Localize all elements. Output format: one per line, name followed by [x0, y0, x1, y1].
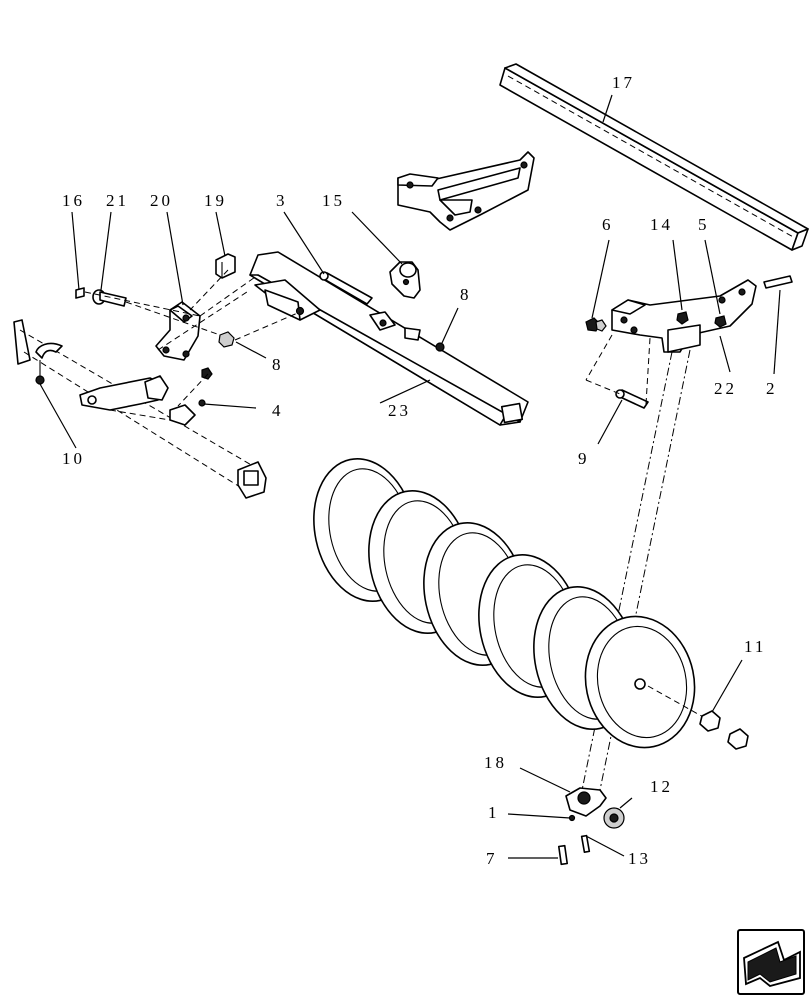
- callout-14: 14: [650, 215, 673, 234]
- bolt-part-2: [763, 275, 793, 289]
- assembly-lines-left: [84, 269, 301, 421]
- washer-part-4: [198, 399, 206, 407]
- callout-15: 15: [322, 191, 345, 210]
- nut-part-6: [585, 317, 607, 332]
- callout-18: 18: [484, 753, 507, 772]
- callout-4: 4: [272, 401, 284, 420]
- callout-19: 19: [204, 191, 227, 210]
- callout-21: 21: [106, 191, 129, 210]
- roller-mount-part-15: [389, 261, 421, 299]
- main-beam-part-23: [249, 251, 529, 426]
- callout-8-right: 8: [460, 285, 472, 304]
- block-part-19: [215, 253, 236, 279]
- callout-1: 1: [488, 803, 500, 822]
- callout-5: 5: [698, 215, 710, 234]
- callout-23: 23: [388, 401, 411, 420]
- hitch-bracket-part-20: [155, 301, 201, 361]
- pin-part-21: [92, 289, 127, 307]
- bolt-part-16: [75, 287, 85, 299]
- callout-22: 22: [714, 379, 737, 398]
- roller-disc-6: [584, 615, 696, 749]
- hitch-tube-part-10: [13, 319, 267, 499]
- nut-small-left: [201, 367, 213, 380]
- callout-3: 3: [276, 191, 288, 210]
- callout-16: 16: [62, 191, 85, 210]
- callout-7: 7: [486, 849, 498, 868]
- callout-8-left: 8: [272, 355, 284, 374]
- nut-part-14: [676, 311, 689, 325]
- callout-12: 12: [650, 777, 673, 796]
- nut-part-8-left: [218, 331, 235, 348]
- callout-labels: 17 16 21 20 19 3 15 6 14 5 8 8 4 23 22 2…: [62, 73, 778, 868]
- bushing-part-12: [603, 807, 625, 829]
- roller-discs: [313, 458, 706, 749]
- nuts-part-11: [699, 710, 749, 750]
- long-pin-part-3: [319, 271, 373, 305]
- callout-13: 13: [628, 849, 651, 868]
- bolt-part-1: [568, 814, 576, 822]
- upper-mount-bracket: [397, 151, 535, 231]
- callout-11: 11: [744, 637, 766, 656]
- hitch-plate: [79, 375, 196, 426]
- callout-2: 2: [766, 379, 778, 398]
- bolt-part-7: [557, 844, 569, 866]
- previous-page-arrow-icon[interactable]: [737, 929, 805, 995]
- pin-part-9: [615, 389, 649, 409]
- callout-10: 10: [62, 449, 85, 468]
- callout-17: 17: [612, 73, 635, 92]
- bearing-housing-part-18: [565, 787, 607, 817]
- nut-part-8-right: [435, 342, 445, 352]
- square-tube-part-17: [499, 63, 809, 251]
- callout-6: 6: [602, 215, 614, 234]
- leader-lines: [39, 94, 781, 859]
- callout-9: 9: [578, 449, 590, 468]
- nut-part-5: [714, 315, 727, 328]
- bolt-part-13: [580, 834, 591, 854]
- callout-20: 20: [150, 191, 173, 210]
